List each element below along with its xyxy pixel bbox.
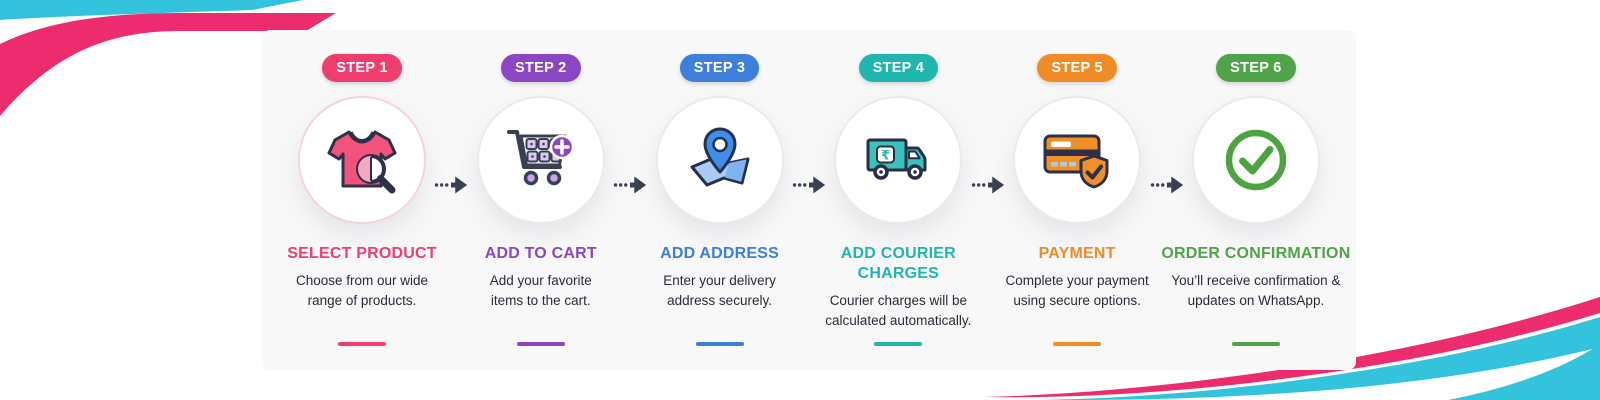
dotted-arrow-right-icon <box>435 176 468 194</box>
step-6-title: ORDER CONFIRMATION <box>1161 245 1351 262</box>
arrow-5-6 <box>1150 172 1184 198</box>
step-4-badge: STEP 4 <box>858 54 939 82</box>
step-5-payment: STEP 5 PAYMENT Complete your payment usi… <box>1005 54 1149 346</box>
step-6-order-confirmation: STEP 6 ORDER CONFIRMATION You’ll receive… <box>1161 54 1350 346</box>
dotted-arrow-right-icon <box>971 176 1004 194</box>
arrow-1-2 <box>434 172 468 198</box>
credit-card-shield-icon <box>1043 134 1109 189</box>
tshirt-search-icon <box>327 130 397 194</box>
step-1-badge: STEP 1 <box>322 54 402 82</box>
dotted-arrow-right-icon <box>792 176 826 194</box>
step-1-select-product: STEP 1 SELECT PRODUCT Choose from our wi… <box>287 54 437 346</box>
step-3-circle <box>655 96 784 224</box>
step-5-description: Complete your payment using secure optio… <box>1005 273 1149 308</box>
svg-text:₹: ₹ <box>881 149 890 164</box>
arrow-4-5 <box>971 172 1005 198</box>
map-pin-icon <box>690 127 750 187</box>
step-3-title: ADD ADDRESS <box>660 245 780 262</box>
step-6-description: You’ll receive confirmation & updates on… <box>1171 273 1341 308</box>
dotted-arrow-right-icon <box>1150 176 1183 194</box>
step-6-underline <box>1231 342 1280 346</box>
step-5-circle <box>1013 96 1142 224</box>
arrow-3-4 <box>792 172 826 198</box>
step-2-add-to-cart: STEP 2 ADD TO CART Add your favori <box>469 54 613 346</box>
step-3-badge: STEP 3 <box>679 54 760 82</box>
step-4-add-courier-charges: STEP 4 ₹ ADD COURIER CHARGES Courier cha… <box>825 54 971 346</box>
step-1-circle <box>298 96 426 224</box>
step-2-badge: STEP 2 <box>501 54 581 82</box>
step-2-description: Add your favorite items to the cart. <box>489 273 592 308</box>
step-5-badge: STEP 5 <box>1037 54 1117 82</box>
step-4-circle: ₹ <box>834 96 963 224</box>
step-1-description: Choose from our wide range of products. <box>295 273 429 308</box>
step-2-title: ADD TO CART <box>484 245 597 262</box>
steps-card: STEP 1 SELECT PRODUCT Choose from our wi… <box>262 30 1356 370</box>
step-5-title: PAYMENT <box>1038 245 1116 262</box>
step-5-underline <box>1053 342 1102 346</box>
step-4-underline <box>874 342 923 346</box>
check-circle-icon <box>1225 129 1287 191</box>
step-1-title: SELECT PRODUCT <box>287 245 437 262</box>
top-left-cyan-ribbon <box>0 0 303 20</box>
step-6-badge: STEP 6 <box>1216 54 1296 82</box>
step-2-circle <box>476 96 605 224</box>
step-2-underline <box>516 342 565 346</box>
shopping-cart-add-icon <box>506 130 575 186</box>
dotted-arrow-right-icon <box>614 176 647 194</box>
step-4-description: Courier charges will be calculated autom… <box>825 293 972 328</box>
arrow-2-3 <box>613 172 647 198</box>
step-3-description: Enter your delivery address securely. <box>663 273 776 308</box>
step-3-underline <box>695 342 744 346</box>
step-6-circle <box>1191 96 1320 224</box>
delivery-truck-rupee-icon: ₹ <box>866 138 927 180</box>
bottom-right-cyan-corner <box>1448 344 1600 400</box>
step-4-title: ADD COURIER CHARGES <box>840 245 956 282</box>
step-1-underline <box>338 342 386 346</box>
step-3-add-address: STEP 3 ADD ADDRESS Enter your delivery a… <box>648 54 792 346</box>
